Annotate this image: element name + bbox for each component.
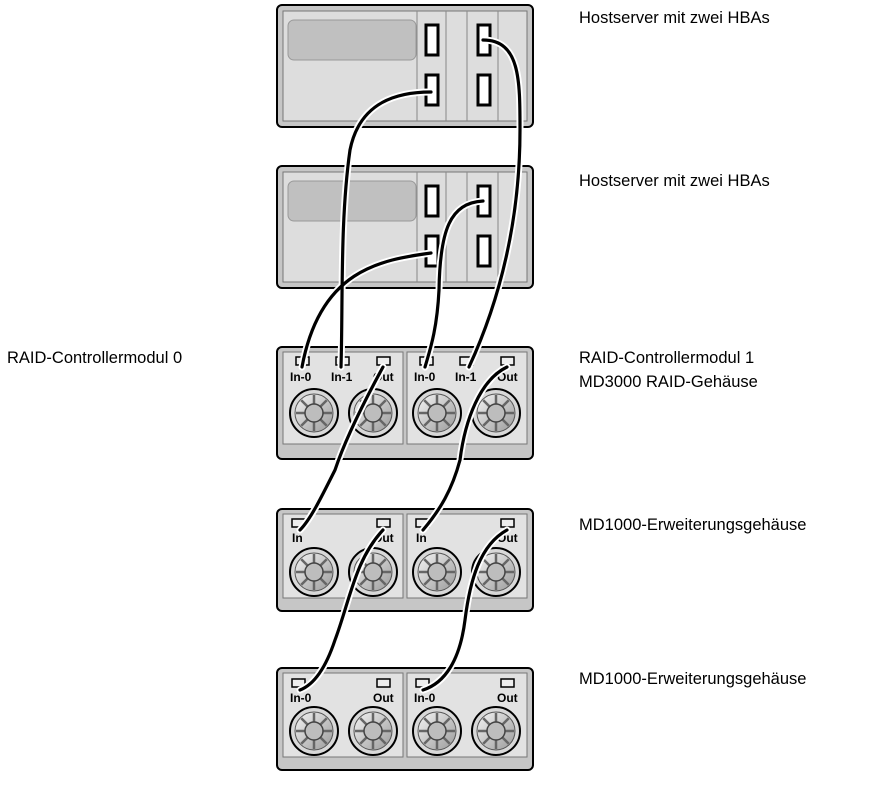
fan-icon bbox=[471, 388, 521, 438]
fan-icon bbox=[471, 706, 521, 756]
hba-port-icon bbox=[424, 184, 440, 218]
fan-icon bbox=[412, 547, 462, 597]
fan-icon bbox=[412, 388, 462, 438]
fan-icon bbox=[348, 706, 398, 756]
cable-raid0-out-to-md1000-1-in bbox=[298, 365, 385, 532]
port-label: In-1 bbox=[331, 370, 353, 384]
cable-host1-to-raid1-in1 bbox=[467, 38, 522, 369]
md1000-1-label: MD1000-Erweiterungsgehäuse bbox=[579, 516, 807, 534]
raid-controller-0-label: RAID-Controllermodul 0 bbox=[7, 349, 183, 367]
host-server-1-label: Hostserver mit zwei HBAs bbox=[579, 9, 770, 27]
fan-icon bbox=[289, 706, 339, 756]
host-server-1 bbox=[276, 4, 534, 128]
fan-icon bbox=[412, 706, 462, 756]
port-label: Out bbox=[497, 691, 518, 705]
cable-md1000-1-out-to-md1000-2-in bbox=[298, 528, 385, 692]
port-label: In-1 bbox=[455, 370, 477, 384]
host-server-2 bbox=[276, 165, 534, 289]
port-label: In bbox=[292, 531, 303, 545]
port-label: In-0 bbox=[414, 691, 436, 705]
md1000-expansion-enclosure-1: In Out In Out bbox=[276, 508, 534, 612]
cable-host1-to-raid0-in1 bbox=[339, 90, 433, 369]
cable-raid1-out-to-md1000-1-in bbox=[421, 365, 509, 532]
port-label: In-0 bbox=[290, 691, 312, 705]
hba-port-icon bbox=[476, 73, 492, 107]
cables bbox=[296, 36, 524, 694]
port-label: In-0 bbox=[414, 370, 436, 384]
fan-icon bbox=[289, 547, 339, 597]
raid-controller-1-label: RAID-Controllermodul 1 bbox=[579, 349, 755, 367]
fan-icon bbox=[289, 388, 339, 438]
cable-host2-to-raid0-in0 bbox=[300, 251, 433, 369]
md1000-2-label: MD1000-Erweiterungsgehäuse bbox=[579, 670, 807, 688]
cable-md1000-1-out-to-md1000-2-in bbox=[421, 528, 509, 692]
hba-port-icon bbox=[476, 234, 492, 268]
cable-host2-to-raid1-in0 bbox=[423, 199, 485, 369]
hba-port-icon bbox=[424, 23, 440, 57]
md3000-label: MD3000 RAID-Gehäuse bbox=[579, 373, 758, 391]
port-label: Out bbox=[373, 691, 394, 705]
port-label: In-0 bbox=[290, 370, 312, 384]
host-server-2-label: Hostserver mit zwei HBAs bbox=[579, 172, 770, 190]
md3000-raid-enclosure: In-0 In-1 Out In-0 In-1 Out bbox=[276, 346, 534, 460]
port-label: In bbox=[416, 531, 427, 545]
